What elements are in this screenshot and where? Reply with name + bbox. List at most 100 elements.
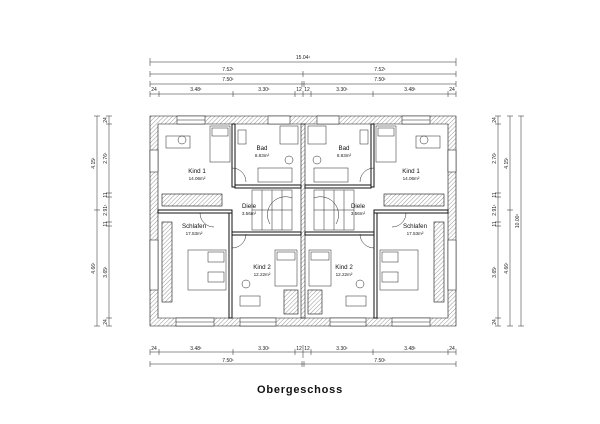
left-kind1-name: Kind 1 bbox=[188, 168, 206, 175]
top-seg-2: 3.48¹ bbox=[190, 87, 202, 93]
window-right-side-1 bbox=[447, 149, 457, 173]
left-kind2-wardrobe bbox=[283, 289, 299, 315]
top-seg-1: 24 bbox=[151, 87, 157, 93]
right-bad-sink bbox=[359, 129, 369, 145]
wall-left-bad-diele bbox=[234, 184, 302, 189]
left-schlafen-wardrobe bbox=[161, 221, 173, 303]
left-inner-3: 3.65¹ bbox=[103, 266, 109, 278]
right-diele-area: 3.56m² bbox=[351, 211, 366, 216]
wall-right-kind1-schlafen bbox=[373, 209, 449, 214]
left-unit-width-label: 7.50¹ bbox=[222, 77, 234, 83]
wall-right-diele-kind2 bbox=[304, 231, 375, 236]
right-total-height: 10.00¹ bbox=[515, 214, 521, 229]
left-small-3: 11 bbox=[103, 221, 109, 226]
left-kind2-area: 12.22m² bbox=[254, 272, 271, 277]
left-bad-bathtub bbox=[257, 167, 293, 183]
right-unit-width-label: 7.50¹ bbox=[374, 77, 386, 83]
top-seg-6: 3.30¹ bbox=[336, 87, 348, 93]
left-diele-name: Diele bbox=[242, 203, 257, 210]
left-small-4: 24 bbox=[103, 319, 109, 325]
right-small-2: 11 bbox=[492, 192, 498, 197]
right-inner-1: 2.76¹ bbox=[492, 152, 498, 164]
right-outer-1: 4.15¹ bbox=[504, 157, 510, 169]
right-diele-name: Diele bbox=[351, 203, 366, 210]
left-bad-name: Bad bbox=[256, 145, 268, 152]
bottom-seg-1: 24 bbox=[151, 346, 157, 352]
right-schlafen-area: 17.53m² bbox=[407, 231, 424, 236]
right-bad-name: Bad bbox=[338, 145, 350, 152]
left-unit-furnishings bbox=[161, 125, 299, 315]
right-kind2-wardrobe bbox=[307, 289, 323, 315]
wall-right-bad-diele bbox=[304, 184, 372, 189]
right-small-3: 11 bbox=[492, 221, 498, 226]
bottom-seg-6: 3.30¹ bbox=[336, 346, 348, 352]
right-kind1-area: 14.06m² bbox=[403, 176, 420, 181]
right-bad-area: 8.83m² bbox=[337, 153, 352, 158]
window-left-side-2 bbox=[149, 239, 159, 291]
left-kind1-wardrobe bbox=[161, 193, 223, 207]
right-kind1-desk bbox=[415, 135, 441, 149]
overall-width-label: 15.04¹ bbox=[296, 55, 311, 61]
top-seg-4: 12 bbox=[296, 87, 302, 93]
right-unit-room-labels: Bad 8.83m² Kind 1 14.06m² Diele 3.56m² S… bbox=[335, 145, 427, 277]
left-inner-1: 2.76¹ bbox=[103, 152, 109, 164]
top-seg-7: 3.48¹ bbox=[404, 87, 416, 93]
window-top-left-bad bbox=[267, 115, 291, 125]
left-outer-1: 4.15¹ bbox=[91, 157, 97, 169]
right-kind1-wardrobe bbox=[383, 193, 445, 207]
top-seg-5: 12 bbox=[304, 87, 310, 93]
left-outer-2: 4.66¹ bbox=[91, 262, 97, 274]
left-kind1-area: 14.06m² bbox=[189, 176, 206, 181]
right-schlafen-wardrobe bbox=[433, 221, 445, 303]
bottom-dimension-chains: 24 3.48¹ 3.30¹ 12 12 3.30¹ 3.48¹ 24 7.50… bbox=[149, 345, 457, 367]
left-half-width-label: 7.52¹ bbox=[222, 67, 234, 73]
wall-right-bad-kind1 bbox=[370, 123, 375, 188]
bottom-seg-4: 12 bbox=[296, 346, 302, 352]
wall-right-schlafen-kind2 bbox=[373, 212, 378, 319]
right-inner-2: 2.91¹ bbox=[492, 204, 498, 216]
right-bad-shower bbox=[307, 125, 327, 145]
right-small-4: 24 bbox=[492, 319, 498, 325]
right-bad-bathtub bbox=[313, 167, 349, 183]
right-schlafen-name: Schlafen bbox=[403, 223, 428, 230]
window-top-right-bad bbox=[316, 115, 340, 125]
right-unit-furnishings bbox=[307, 125, 445, 315]
left-inner-2: 2.91¹ bbox=[103, 204, 109, 216]
bottom-left-unit-label: 7.50¹ bbox=[222, 358, 234, 364]
left-kind2-name: Kind 2 bbox=[253, 264, 271, 271]
window-right-side-2 bbox=[447, 239, 457, 291]
top-dimension-chains: 15.04¹ 7.52¹ 7.52¹ 7.50¹ 7.50¹ 24 3.48¹ … bbox=[149, 55, 457, 97]
left-bad-shower bbox=[279, 125, 299, 145]
plan-title: Obergeschoss bbox=[256, 384, 344, 396]
wall-left-kind1-bad bbox=[231, 123, 236, 188]
wall-left-diele-kind2 bbox=[231, 231, 302, 236]
left-schlafen-area: 17.53m² bbox=[186, 231, 203, 236]
bottom-seg-7: 3.48¹ bbox=[404, 346, 416, 352]
left-unit-room-labels: Bad 8.83m² Kind 1 14.06m² Diele 3.56m² S… bbox=[182, 145, 271, 277]
left-kind2-desk bbox=[239, 295, 261, 307]
right-kind2-area: 12.22m² bbox=[336, 272, 353, 277]
left-kind1-desk bbox=[165, 135, 191, 149]
bottom-seg-2: 3.48¹ bbox=[190, 346, 202, 352]
left-bad-sink bbox=[237, 129, 247, 145]
top-seg-3: 3.30¹ bbox=[258, 87, 270, 93]
left-small-2: 11 bbox=[103, 192, 109, 197]
right-small-1: 24 bbox=[492, 117, 498, 123]
bottom-seg-5: 12 bbox=[304, 346, 310, 352]
right-dimension-chains: 24 2.76¹ 11 2.91¹ 11 3.65¹ 24 4.15¹ 4.66… bbox=[492, 115, 524, 327]
bottom-seg-3: 3.30¹ bbox=[258, 346, 270, 352]
wall-left-kind1-schlafen bbox=[157, 209, 233, 214]
walls bbox=[149, 115, 457, 327]
right-inner-3: 3.65¹ bbox=[492, 266, 498, 278]
party-wall bbox=[300, 123, 306, 319]
right-kind1-name: Kind 1 bbox=[402, 168, 420, 175]
right-outer-2: 4.66¹ bbox=[504, 262, 510, 274]
right-kind2-name: Kind 2 bbox=[335, 264, 353, 271]
bottom-seg-8: 24 bbox=[449, 346, 455, 352]
left-schlafen-name: Schlafen bbox=[182, 223, 207, 230]
right-half-width-label: 7.52¹ bbox=[374, 67, 386, 73]
windows bbox=[149, 115, 457, 327]
left-diele-area: 3.56m² bbox=[242, 211, 257, 216]
bottom-right-unit-label: 7.50¹ bbox=[374, 358, 386, 364]
